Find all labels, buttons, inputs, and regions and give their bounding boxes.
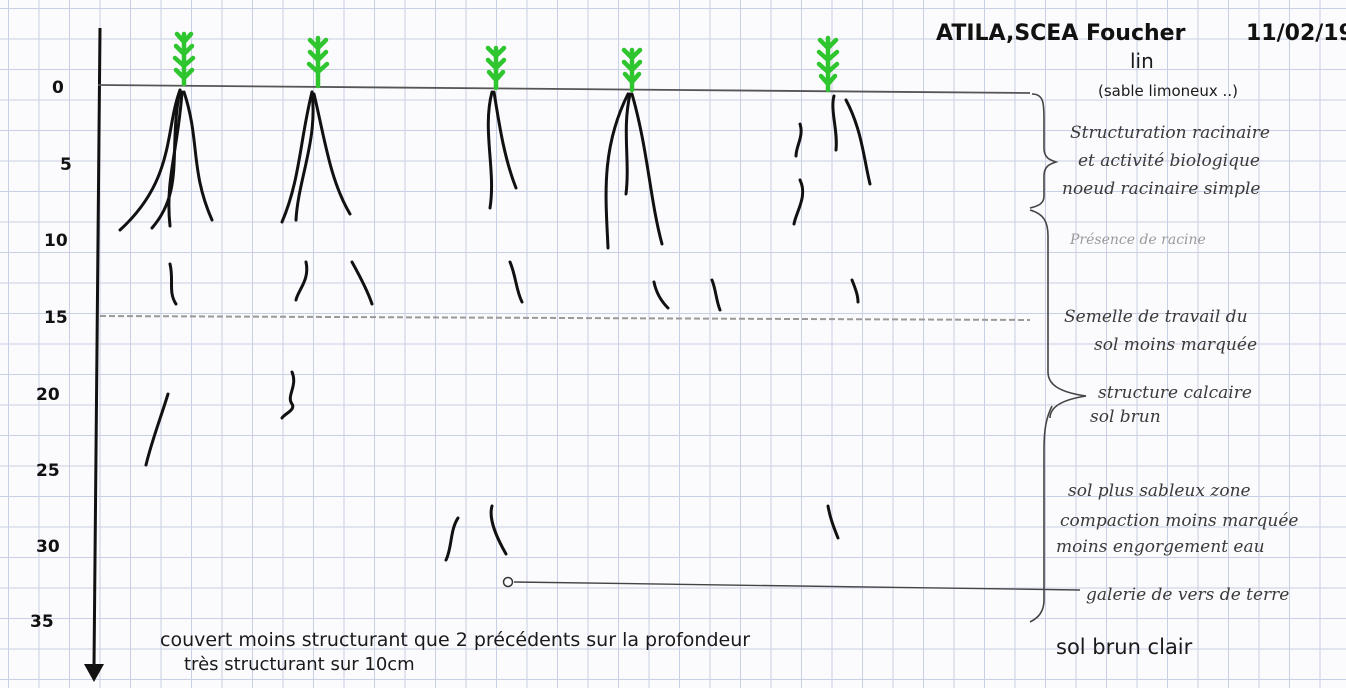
annotation-biological-activity: et activité biologique bbox=[1078, 151, 1260, 171]
plant-4 bbox=[604, 47, 722, 312]
farm-title: ATILA,SCEA Foucher bbox=[936, 21, 1186, 46]
root bbox=[118, 88, 182, 232]
annotation-light-brown-soil: sol brun clair bbox=[1056, 635, 1193, 659]
plant-3 bbox=[444, 45, 524, 562]
annotation-calcareous-structure: structure calcaire bbox=[1098, 383, 1252, 403]
soil-type-label: (sable limoneux ..) bbox=[1098, 82, 1238, 100]
annotation-tillage-pan-2: sol moins marquée bbox=[1094, 335, 1257, 355]
root bbox=[182, 90, 214, 222]
footer-note-1: couvert moins structurant que 2 précéden… bbox=[160, 629, 750, 651]
root bbox=[294, 90, 315, 222]
root bbox=[826, 504, 840, 540]
root bbox=[489, 504, 508, 556]
root bbox=[280, 370, 296, 420]
plant-5 bbox=[792, 35, 872, 540]
root bbox=[144, 392, 170, 467]
root bbox=[794, 122, 803, 158]
root bbox=[844, 98, 872, 186]
root bbox=[710, 278, 722, 312]
soil-surface-line bbox=[97, 84, 1031, 94]
root bbox=[508, 260, 524, 304]
seedling-shoot bbox=[485, 45, 507, 91]
root bbox=[652, 280, 670, 310]
brace-root-structuring bbox=[1029, 93, 1059, 209]
root bbox=[350, 260, 374, 306]
root bbox=[792, 178, 805, 226]
annotation-root-node: noeud racinaire simple bbox=[1062, 179, 1260, 199]
annotation-brown-soil: sol brun bbox=[1090, 407, 1161, 427]
root bbox=[444, 516, 460, 562]
root bbox=[150, 88, 182, 230]
depth-tick-30: 30 bbox=[36, 537, 60, 557]
root bbox=[167, 90, 184, 228]
gallery-pointer-line bbox=[513, 581, 1081, 591]
seedling-shoot bbox=[621, 47, 643, 93]
plant-1 bbox=[118, 31, 214, 467]
root bbox=[312, 92, 352, 216]
seedling-shoot bbox=[172, 31, 196, 87]
root bbox=[624, 92, 632, 196]
root bbox=[168, 262, 178, 306]
brace-tillage-pan bbox=[1029, 209, 1087, 419]
depth-tick-35: 35 bbox=[30, 612, 54, 632]
depth-tick-25: 25 bbox=[36, 461, 60, 481]
date: 11/02/19 bbox=[1246, 21, 1346, 46]
annotation-waterlogging: moins engorgement eau bbox=[1056, 537, 1265, 557]
depth-axis-line bbox=[92, 27, 102, 667]
depth-axis-arrow bbox=[84, 664, 104, 682]
annotations: Structuration racinaire et activité biol… bbox=[1056, 123, 1298, 659]
annotation-tillage-pan-1: Semelle de travail du bbox=[1064, 307, 1248, 327]
crop-label: lin bbox=[1130, 49, 1154, 73]
brace-sandy-zone bbox=[1029, 405, 1053, 623]
annotation-root-presence: Présence de racine bbox=[1069, 232, 1206, 248]
annotation-root-structuring: Structuration racinaire bbox=[1070, 123, 1270, 143]
depth-tick-0: 0 bbox=[52, 78, 64, 98]
root bbox=[630, 92, 664, 246]
depth-tick-10: 10 bbox=[44, 231, 68, 251]
depth-tick-labels: 0 5 10 15 20 25 30 35 bbox=[30, 78, 72, 632]
annotation-sandy-zone: sol plus sableux zone bbox=[1068, 481, 1251, 501]
plant-2 bbox=[280, 35, 374, 420]
seedling-shoot bbox=[306, 35, 330, 89]
annotation-compaction: compaction moins marquée bbox=[1060, 511, 1298, 531]
root bbox=[492, 90, 518, 190]
depth-tick-15: 15 bbox=[44, 308, 68, 328]
root bbox=[604, 92, 630, 250]
seedling-shoot bbox=[816, 35, 840, 93]
root bbox=[294, 260, 309, 302]
gallery-marker bbox=[502, 576, 514, 588]
annotation-earthworm-gallery: galerie de vers de terre bbox=[1086, 585, 1289, 605]
root bbox=[486, 90, 494, 210]
footer-note-2: très structurant sur 10cm bbox=[184, 654, 415, 675]
root bbox=[850, 278, 860, 304]
tillage-pan-line bbox=[99, 315, 1031, 321]
depth-tick-20: 20 bbox=[36, 385, 60, 405]
root bbox=[280, 90, 314, 224]
root bbox=[831, 94, 838, 152]
depth-tick-5: 5 bbox=[60, 155, 72, 175]
